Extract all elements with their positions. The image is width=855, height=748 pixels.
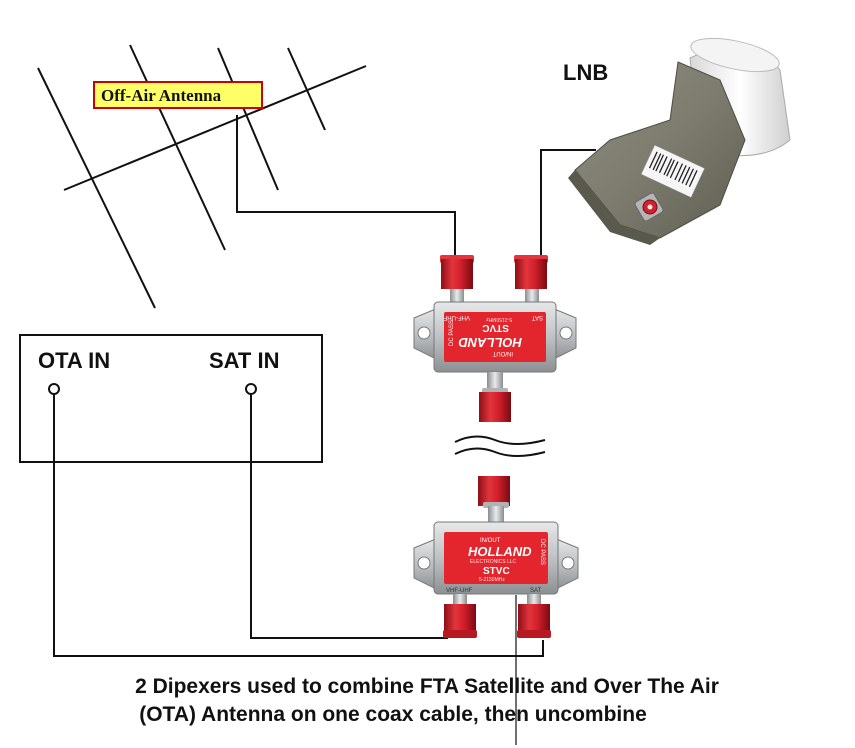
diplexer-bottom-dcpass: DC PASS xyxy=(539,539,545,565)
diplexer-bottom-vhf-connector xyxy=(443,594,477,638)
diplexer-bottom-sat-connector xyxy=(517,594,551,638)
caption: 2 Dipexers used to combine FTA Satellite… xyxy=(135,675,719,726)
off-air-antenna xyxy=(37,44,367,309)
diplexer-bottom-model: STVC xyxy=(483,566,510,577)
antenna-label-box: Off-Air Antenna xyxy=(93,81,263,109)
cable-break-mark xyxy=(454,435,546,457)
diplexer-bottom-brand: HOLLAND xyxy=(468,544,532,559)
diplexer-bottom-inout: IN/OUT xyxy=(480,538,501,544)
diplexer-bottom-freq: 5-2150MHz xyxy=(479,577,505,583)
caption-line-2: (OTA) Antenna on one coax cable, then un… xyxy=(139,703,647,726)
caption-line-1: 2 Dipexers used to combine FTA Satellite… xyxy=(135,675,719,698)
receiver-box: OTA IN SAT IN xyxy=(19,334,323,463)
lnb-label: LNB xyxy=(563,60,608,85)
diplexer-top-model: STVC xyxy=(482,322,509,333)
ota-in-label: OTA IN xyxy=(38,348,110,373)
diplexer-top-dcpass: DC PASS xyxy=(449,320,455,346)
sat-in-port-icon xyxy=(245,383,257,395)
diplexer-top-out-connector xyxy=(479,372,511,422)
diplexer-top-sat: SAT xyxy=(531,314,543,320)
diplexer-bottom: IN/OUT HOLLAND ELECTRONICS LLC STVC 5-21… xyxy=(413,476,579,638)
diplexer-top-lnb-connector xyxy=(514,255,548,306)
antenna-label: Off-Air Antenna xyxy=(101,86,222,105)
diplexer-top-inout: IN/OUT xyxy=(492,350,513,356)
diplexer-top-ant-connector xyxy=(440,255,474,306)
ota-in-port-icon xyxy=(48,383,60,395)
diplexer-top-brand: HOLLAND xyxy=(458,335,522,350)
coax-wires xyxy=(53,115,596,745)
lnb-f-connector xyxy=(634,192,664,222)
diplexer-bottom-sat: SAT xyxy=(530,588,542,594)
lnb-device xyxy=(568,37,791,245)
sat-in-label: SAT IN xyxy=(209,348,279,373)
diplexer-bottom-vhfuhf: VHF-UHF xyxy=(446,588,473,594)
diplexer-top-vhfuhf: VHF-UHF xyxy=(443,314,470,320)
diplexer-top-freq: 5-2150MHz xyxy=(486,316,512,322)
diplexer-top: HOLLAND STVC IN/OUT 5-2150MHz SAT VHF-UH… xyxy=(413,255,577,422)
diplexer-bottom-company: ELECTRONICS LLC xyxy=(470,559,517,565)
diplexer-bottom-in-connector xyxy=(478,476,510,526)
